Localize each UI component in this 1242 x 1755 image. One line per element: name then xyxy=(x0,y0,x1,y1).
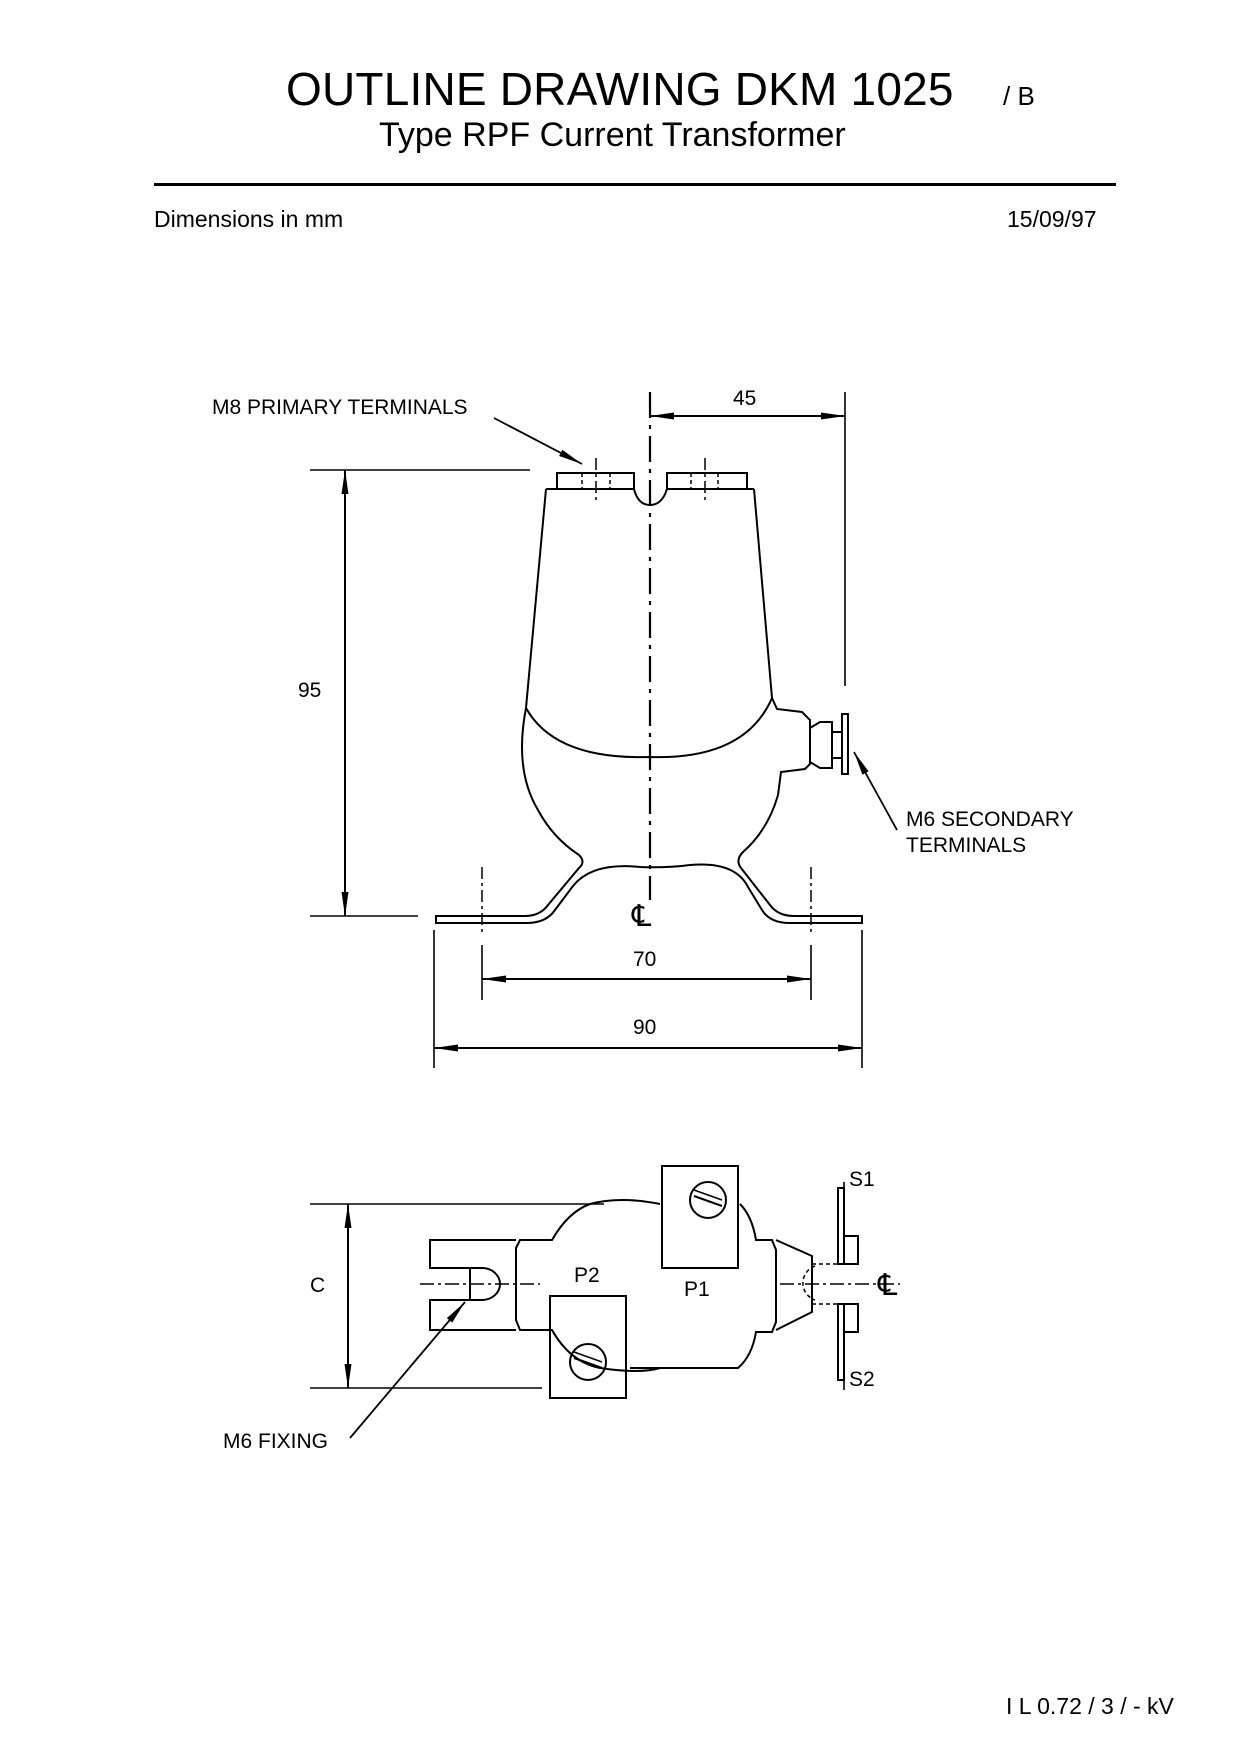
s2-label: S2 xyxy=(849,1368,875,1391)
drawing-subtitle: Type RPF Current Transformer xyxy=(379,116,846,154)
plan-centerline-symbol: ℄ xyxy=(877,1269,897,1302)
fixing-label: M6 FIXING xyxy=(223,1430,328,1453)
dimension-45-label: 45 xyxy=(733,387,756,410)
s1-terminal xyxy=(837,1187,845,1265)
dimension-70-label: 70 xyxy=(633,948,656,971)
p1-terminal-block xyxy=(661,1165,739,1269)
dim-c-label: C xyxy=(310,1274,325,1297)
fixing-leader xyxy=(349,1301,466,1439)
p1-label: P1 xyxy=(684,1278,710,1301)
header-rule xyxy=(154,183,1116,186)
primary-terminals-label: M8 PRIMARY TERMINALS xyxy=(212,396,468,419)
terminal-notch xyxy=(633,488,668,507)
secondary-terminals-label-line2: TERMINALS xyxy=(906,834,1026,857)
secondary-terminals-leader xyxy=(853,751,898,831)
plan-view-labels: C P2 P1 S1 S2 ℄ M6 FIXING xyxy=(223,1168,897,1453)
p1-screw xyxy=(689,1181,727,1219)
secondary-terminals-label-line1: M6 SECONDARY xyxy=(906,808,1074,831)
revision-label: / B xyxy=(1003,81,1035,111)
fixing-fork xyxy=(429,1239,516,1331)
p2-label: P2 xyxy=(574,1264,600,1287)
front-centerline-symbol: ℄ xyxy=(631,900,651,933)
transformer-body xyxy=(435,488,863,924)
secondary-housing xyxy=(775,1239,813,1331)
primary-terminals-leader xyxy=(493,417,583,465)
s1-label: S1 xyxy=(849,1168,875,1191)
dimension-90-label: 90 xyxy=(633,1016,656,1039)
p2-terminal-block xyxy=(549,1295,627,1399)
units-note: Dimensions in mm xyxy=(154,206,344,232)
plan-view xyxy=(310,1165,900,1439)
secondary-hidden-circle xyxy=(802,1265,816,1301)
dimension-95-label: 95 xyxy=(298,679,321,702)
drawing-title: OUTLINE DRAWING DKM 1025 xyxy=(286,63,954,115)
primary-terminal-right xyxy=(666,472,748,489)
secondary-terminal-stub xyxy=(809,721,833,769)
s2-terminal xyxy=(837,1303,845,1381)
primary-terminal-left xyxy=(556,472,635,489)
p2-screw xyxy=(569,1343,607,1381)
drawing-date: 15/09/97 xyxy=(1007,206,1097,232)
secondary-terminal-plate xyxy=(841,713,849,775)
front-view-labels: M8 PRIMARY TERMINALS 45 95 M6 SECONDARY … xyxy=(212,387,1074,1039)
plan-body-outline-right xyxy=(630,1203,777,1369)
front-view xyxy=(310,392,898,1068)
footer-code: I L 0.72 / 3 / - kV xyxy=(1006,1693,1174,1719)
body-seam xyxy=(525,697,773,759)
